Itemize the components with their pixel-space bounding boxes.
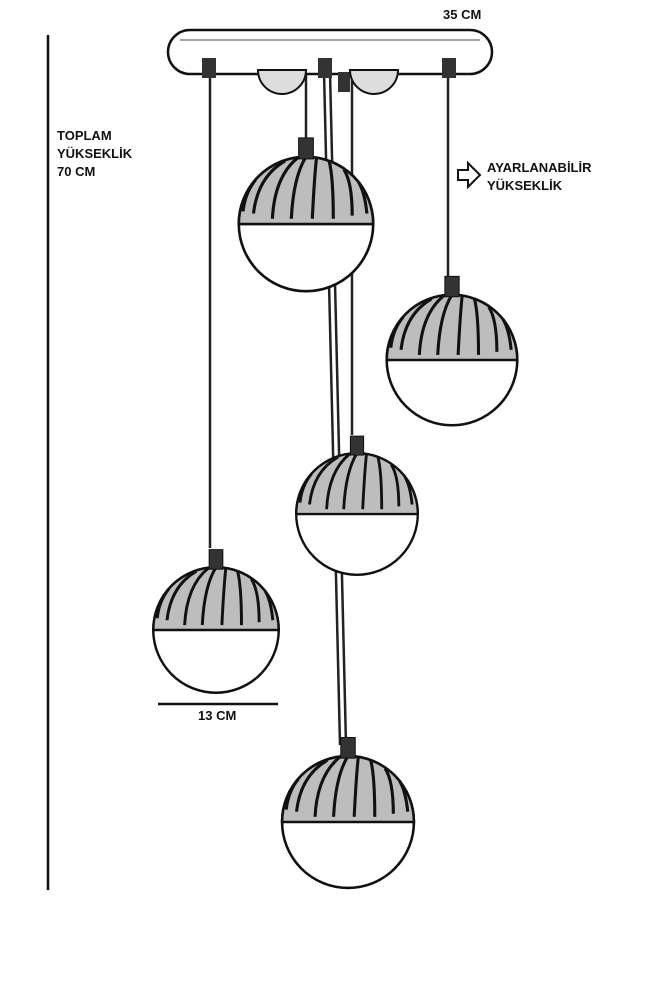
canopy-width-label: 35 CM xyxy=(443,7,482,22)
total-height-label-2: YÜKSEKLİK xyxy=(57,146,133,161)
ceiling-canopy xyxy=(166,28,494,95)
total-height-value: 70 CM xyxy=(57,164,96,179)
adjustable-height-label: AYARLANABİLİR YÜKSEKLİK xyxy=(487,159,592,195)
total-height-label: TOPLAM YÜKSEKLİK 70 CM xyxy=(57,127,132,181)
globe-4 xyxy=(151,548,281,695)
globe-diameter-label: 13 CM xyxy=(198,708,237,723)
globe-2 xyxy=(385,274,519,427)
adjustable-label-2: YÜKSEKLİK xyxy=(487,178,563,193)
total-height-label-1: TOPLAM xyxy=(57,128,112,143)
globe-5 xyxy=(280,735,416,890)
globe-3 xyxy=(294,434,420,577)
adjustable-label-1: AYARLANABİLİR xyxy=(487,160,592,175)
arrow-right-outline-icon xyxy=(457,160,482,190)
